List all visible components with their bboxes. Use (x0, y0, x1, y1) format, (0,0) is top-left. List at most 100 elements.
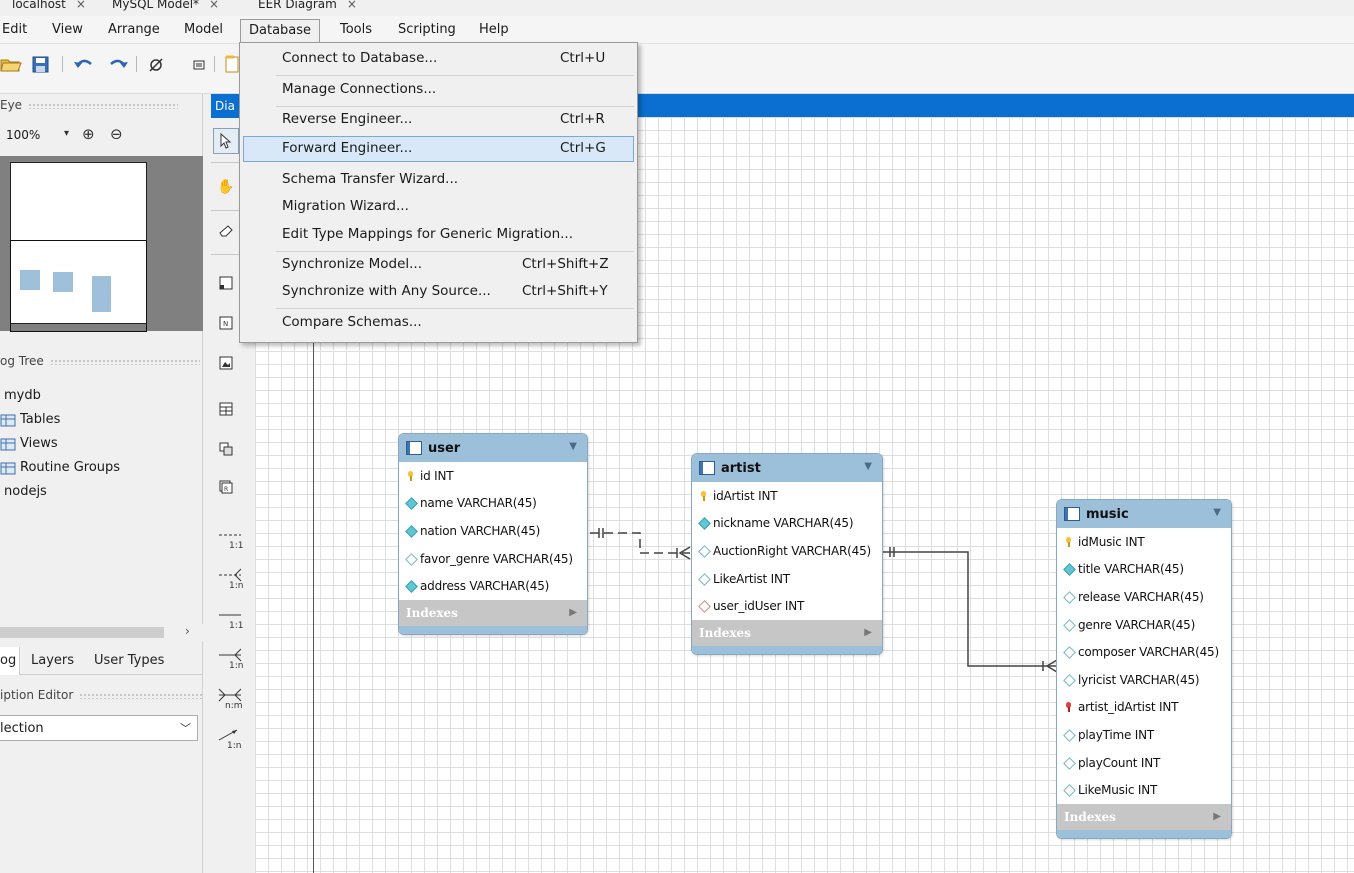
menu-item-reverse-engineer[interactable]: Reverse Engineer... Ctrl+R (282, 111, 605, 127)
relationship-1-1-identifying-icon[interactable]: 1:1 (217, 526, 243, 552)
navigator-viewport[interactable] (10, 240, 147, 332)
column-row[interactable]: user_idUser INT (692, 592, 882, 620)
column-row[interactable]: AuctionRight VARCHAR(45) (692, 537, 882, 565)
tab-catalog[interactable]: og (0, 647, 21, 675)
tree-item-views[interactable]: Views (0, 436, 58, 451)
hand-tool-icon[interactable]: ✋ (217, 179, 235, 195)
column-row[interactable]: title VARCHAR(45) (1057, 556, 1231, 584)
column-row[interactable]: LikeArtist INT (692, 565, 882, 593)
table-header[interactable]: artist ▼ (692, 454, 882, 482)
open-folder-icon[interactable] (0, 54, 22, 74)
column-row[interactable]: composer VARCHAR(45) (1057, 638, 1231, 666)
new-document-icon[interactable] (222, 54, 244, 74)
column-row[interactable]: idMusic INT (1057, 528, 1231, 556)
page-setup-icon[interactable] (188, 54, 210, 74)
column-row[interactable]: idArtist INT (692, 482, 882, 510)
column-row[interactable]: lyricist VARCHAR(45) (1057, 666, 1231, 694)
menu-database[interactable]: Database (240, 19, 321, 43)
menu-item-migration-wizard[interactable]: Migration Wizard... (282, 198, 409, 214)
menu-tools[interactable]: Tools (340, 22, 373, 37)
collapse-triangle-icon[interactable]: ▼ (1213, 507, 1221, 518)
indexes-section[interactable]: Indexes▶ (692, 619, 882, 646)
eer-table-music[interactable]: music ▼ idMusic INT title VARCHAR(45) re… (1056, 499, 1232, 839)
tree-item-mydb[interactable]: mydb (4, 388, 41, 403)
menu-item-synchronize-model[interactable]: Synchronize Model... Ctrl+Shift+Z (282, 256, 609, 272)
expand-triangle-icon[interactable]: ▶ (864, 626, 872, 638)
chevron-right-icon[interactable]: › (185, 624, 190, 638)
eer-table-user[interactable]: user ▼ id INT name VARCHAR(45) nation VA… (398, 433, 588, 635)
column-row[interactable]: playCount INT (1057, 749, 1231, 777)
menu-item-forward-engineer[interactable]: Forward Engineer... Ctrl+G (243, 136, 634, 162)
horizontal-scrollbar[interactable]: › (0, 624, 203, 641)
eraser-tool-icon[interactable] (213, 218, 239, 244)
table-tool-icon[interactable] (213, 396, 239, 422)
menu-item-schema-transfer-wizard[interactable]: Schema Transfer Wizard... (282, 171, 459, 187)
menu-item-manage-connections[interactable]: Manage Connections... (282, 81, 437, 97)
relationship-n-m-icon[interactable]: n:m (217, 686, 243, 712)
column-row[interactable]: nickname VARCHAR(45) (692, 510, 882, 538)
menu-edit[interactable]: Edit (2, 22, 28, 37)
menu-item-synchronize-with-any-source[interactable]: Synchronize with Any Source... Ctrl+Shif… (282, 283, 608, 299)
table-header[interactable]: music ▼ (1057, 500, 1231, 528)
note-tool-icon[interactable]: N (213, 310, 239, 336)
menu-help[interactable]: Help (479, 22, 509, 37)
view-tool-icon[interactable] (213, 436, 239, 462)
column-row[interactable]: genre VARCHAR(45) (1057, 611, 1231, 639)
close-tab-icon[interactable]: × (346, 0, 357, 11)
column-row[interactable]: id INT (399, 462, 587, 490)
relationship-existing-columns-icon[interactable]: 1:n (217, 726, 243, 752)
menu-item-compare-schemas[interactable]: Compare Schemas... (282, 314, 422, 330)
tree-item-routine-groups[interactable]: Routine Groups (0, 460, 120, 475)
scrollbar-thumb[interactable] (0, 627, 164, 638)
collapse-triangle-icon[interactable]: ▼ (864, 461, 872, 472)
save-icon[interactable] (30, 54, 52, 74)
selection-dropdown[interactable]: lection ﹀ (0, 715, 198, 741)
pointer-tool-icon[interactable] (213, 128, 239, 154)
column-row[interactable]: LikeMusic INT (1057, 776, 1231, 804)
expand-triangle-icon[interactable]: ▶ (1213, 810, 1221, 822)
column-row[interactable]: name VARCHAR(45) (399, 490, 587, 518)
redo-icon[interactable] (108, 54, 130, 74)
indexes-section[interactable]: Indexes▶ (399, 599, 587, 626)
relationship-1-n-non-identifying-icon[interactable]: 1:n (217, 646, 243, 672)
tree-item-nodejs[interactable]: nodejs (4, 484, 47, 499)
menu-item-connect-to-database[interactable]: Connect to Database... Ctrl+U (282, 50, 606, 66)
column-row[interactable]: favor_genre VARCHAR(45) (399, 545, 587, 573)
chevron-down-icon[interactable]: ▾ (64, 128, 70, 139)
layer-tool-icon[interactable] (213, 270, 239, 296)
menu-view[interactable]: View (52, 22, 83, 37)
routine-group-tool-icon[interactable]: R (213, 474, 239, 500)
image-tool-icon[interactable] (213, 350, 239, 376)
tab-localhost[interactable]: localhost× (12, 0, 86, 11)
undo-icon[interactable] (72, 54, 94, 74)
column-row[interactable]: release VARCHAR(45) (1057, 583, 1231, 611)
close-tab-icon[interactable]: × (75, 0, 86, 11)
column-row[interactable]: address VARCHAR(45) (399, 572, 587, 600)
relationship-1-n-identifying-icon[interactable]: 1:n (217, 566, 243, 592)
column-row[interactable]: artist_idArtist INT (1057, 694, 1231, 722)
column-row[interactable]: playTime INT (1057, 721, 1231, 749)
indexes-section[interactable]: Indexes▶ (1057, 803, 1231, 830)
menu-arrange[interactable]: Arrange (108, 22, 160, 37)
zoom-out-icon[interactable]: ⊖ (110, 125, 123, 143)
zoom-in-icon[interactable]: ⊕ (82, 125, 95, 143)
tree-item-tables[interactable]: Tables (0, 412, 60, 427)
diagram-tab[interactable]: Dia (211, 94, 243, 118)
birds-eye-navigator[interactable] (0, 156, 203, 332)
tab-layers[interactable]: Layers (31, 653, 75, 668)
column-row[interactable]: nation VARCHAR(45) (399, 517, 587, 545)
menu-item-edit-type-mappings[interactable]: Edit Type Mappings for Generic Migration… (282, 226, 574, 242)
expand-triangle-icon[interactable]: ▶ (569, 606, 577, 618)
close-tab-icon[interactable]: × (209, 0, 220, 11)
zoom-level-select[interactable]: 100% (6, 128, 41, 142)
tab-mysql-model[interactable]: MySQL Model*× (112, 0, 219, 11)
tab-user-types[interactable]: User Types (94, 653, 165, 668)
collapse-triangle-icon[interactable]: ▼ (569, 441, 577, 452)
eer-table-artist[interactable]: artist ▼ idArtist INT nickname VARCHAR(4… (691, 453, 883, 655)
relationship-1-1-non-identifying-icon[interactable]: 1:1 (217, 606, 243, 632)
tab-eer-diagram[interactable]: EER Diagram× (258, 0, 357, 11)
menu-scripting[interactable]: Scripting (398, 22, 456, 37)
menu-model[interactable]: Model (184, 22, 224, 37)
table-header[interactable]: user ▼ (399, 434, 587, 462)
toggle-grid-icon[interactable] (146, 54, 168, 74)
